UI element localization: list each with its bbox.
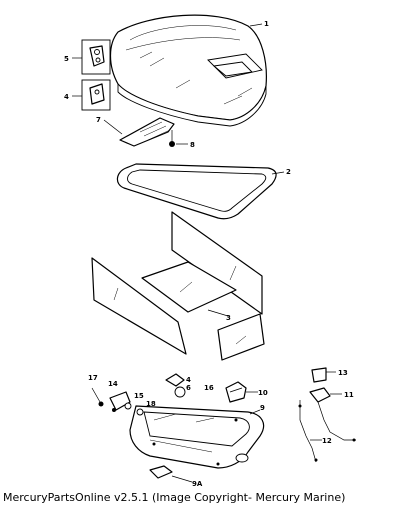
callout-8: 8 <box>190 141 195 149</box>
latch-part-4[interactable] <box>81 79 111 111</box>
callout-17: 17 <box>88 374 98 382</box>
callout-15: 15 <box>134 392 144 400</box>
panel-set-part-3[interactable] <box>91 211 265 361</box>
copyright-caption: MercuryPartsOnline v2.5.1 (Image Copyrig… <box>3 491 346 504</box>
callout-9a: 9A <box>192 480 203 488</box>
nut-part-18[interactable] <box>136 408 144 416</box>
plug-part-9a[interactable] <box>149 465 173 479</box>
exploded-parts-diagram: 1 5 4 7 8 2 <box>64 14 357 488</box>
callout-13: 13 <box>338 369 348 377</box>
callout-12: 12 <box>322 437 332 445</box>
bracket-part-5[interactable] <box>81 39 111 75</box>
callout-14: 14 <box>108 380 118 388</box>
callout-18: 18 <box>146 400 156 408</box>
callout-4: 4 <box>64 93 69 101</box>
callout-10: 10 <box>258 389 268 397</box>
top-cowl-part-1[interactable] <box>109 14 267 127</box>
callout-4-small: 4 <box>186 376 191 384</box>
callout-6: 6 <box>186 384 191 392</box>
grommet-part-6[interactable] <box>165 373 185 387</box>
callout-9: 9 <box>260 404 265 412</box>
fitting-part-10[interactable] <box>225 381 247 403</box>
switch-part-11[interactable] <box>309 387 331 403</box>
washer-part-15[interactable] <box>124 402 132 410</box>
callout-16: 16 <box>204 384 214 392</box>
latch-bracket-part-7[interactable] <box>119 117 175 147</box>
lever-part-14[interactable] <box>109 391 131 412</box>
grommet-part-16[interactable] <box>174 386 186 398</box>
callout-7: 7 <box>96 116 101 124</box>
callout-5: 5 <box>64 55 69 63</box>
screw-part-8[interactable] <box>169 130 175 147</box>
bracket-part-13[interactable] <box>311 367 327 383</box>
callout-11: 11 <box>344 391 354 399</box>
callout-3: 3 <box>226 314 231 322</box>
callout-2: 2 <box>286 168 291 176</box>
lower-cowl-part-9[interactable] <box>129 405 265 469</box>
callout-1: 1 <box>264 20 269 28</box>
screw-part-17[interactable] <box>91 387 104 407</box>
seal-part-2[interactable] <box>116 163 277 220</box>
wire-harness-part-12[interactable] <box>298 400 357 463</box>
